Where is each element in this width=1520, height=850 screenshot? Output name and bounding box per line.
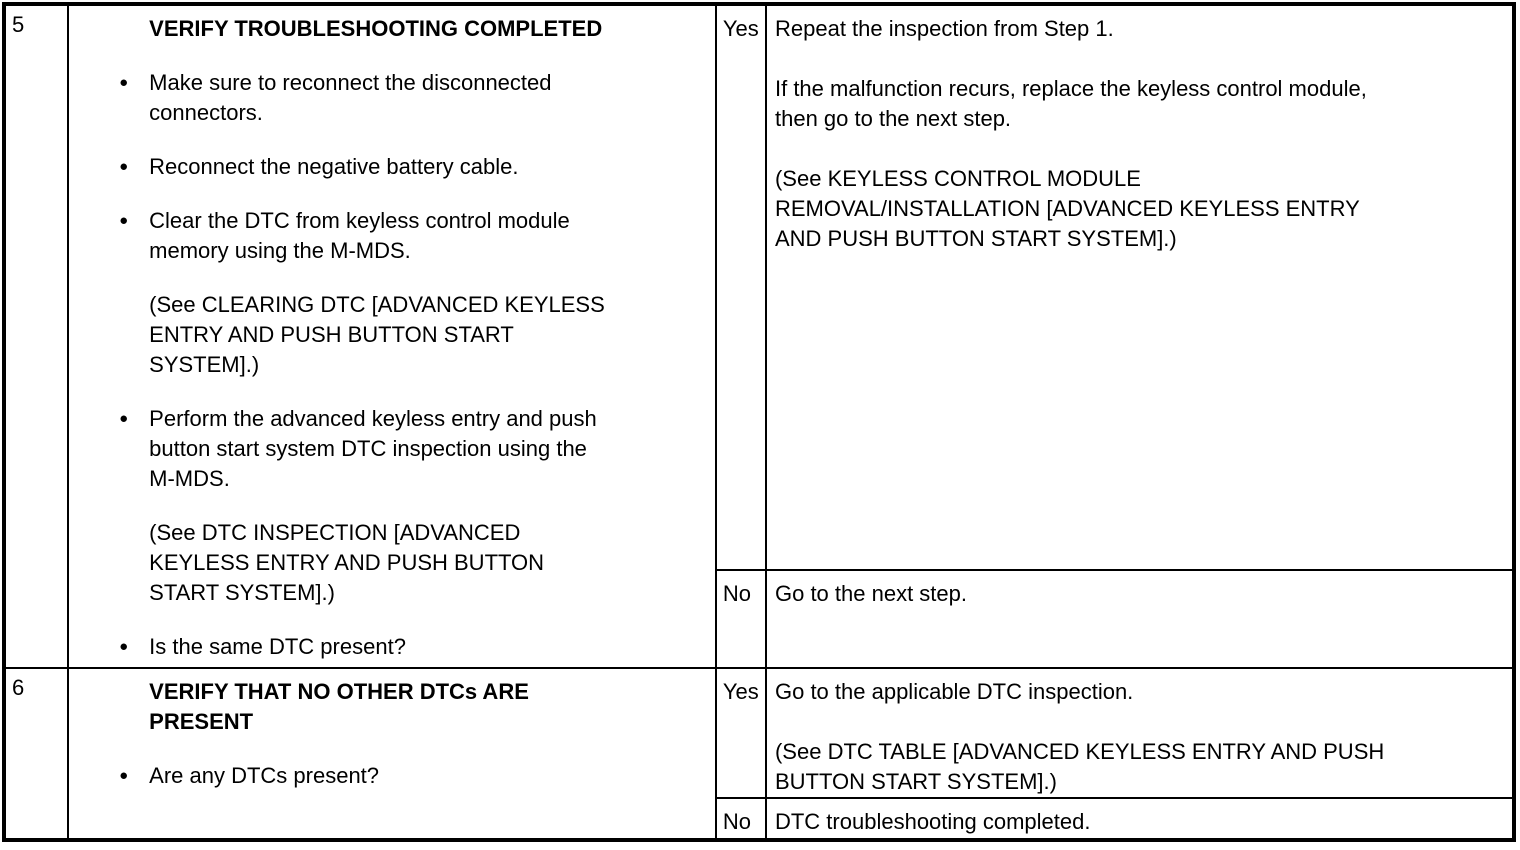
- bullet-item: ● Make sure to reconnect the disconnecte…: [119, 68, 711, 128]
- result-text: Go to the next step.: [774, 581, 967, 606]
- answer-cell: No: [714, 797, 767, 841]
- bullet-item: ● Reconnect the negative battery cable.: [119, 152, 711, 182]
- result-text: Repeat the inspection from Step 1. If th…: [774, 16, 1367, 251]
- bullet-text: Are any DTCs present?: [149, 763, 380, 788]
- bullet-item: ● Are any DTCs present?: [119, 761, 711, 791]
- answer-cell: Yes: [714, 667, 767, 799]
- result-cell: Repeat the inspection from Step 1. If th…: [764, 3, 1516, 571]
- result-cell: DTC troubleshooting completed.: [764, 797, 1516, 841]
- action-title: VERIFY THAT NO OTHER DTCs ARE PRESENT: [149, 679, 529, 734]
- result-cell: Go to the next step.: [764, 569, 1516, 669]
- table-row: No Go to the next step.: [4, 569, 1516, 669]
- bullet-icon: ●: [119, 212, 129, 229]
- table-row: 5 VERIFY TROUBLESHOOTING COMPLETED ● Mak…: [2, 3, 1516, 669]
- bullet-item: ● Clear the DTC from keyless control mod…: [119, 206, 711, 266]
- bullet-text: Is the same DTC present?: [149, 634, 406, 659]
- bullet-text: Clear the DTC from keyless control modul…: [149, 208, 570, 263]
- bullet-icon: ●: [119, 638, 129, 655]
- step-number: 6: [2, 667, 70, 841]
- bullet-text: Make sure to reconnect the disconnected …: [149, 70, 552, 125]
- bullet-icon: ●: [119, 767, 129, 784]
- result-cell: Go to the applicable DTC inspection. (Se…: [764, 667, 1516, 799]
- bullet-text: Perform the advanced keyless entry and p…: [149, 406, 597, 491]
- action-cell: VERIFY TROUBLESHOOTING COMPLETED ● Make …: [67, 3, 717, 669]
- bullet-icon: ●: [119, 74, 129, 91]
- action-cell: VERIFY THAT NO OTHER DTCs ARE PRESENT ● …: [67, 667, 717, 841]
- result-text: Go to the applicable DTC inspection. (Se…: [774, 679, 1385, 794]
- step-number: 5: [2, 3, 70, 669]
- result-text: DTC troubleshooting completed.: [774, 809, 1091, 834]
- table-row: No DTC troubleshooting completed.: [4, 797, 1516, 841]
- action-title: VERIFY TROUBLESHOOTING COMPLETED: [149, 16, 603, 41]
- answer-cell: Yes: [714, 3, 767, 571]
- answer-cell: No: [714, 569, 767, 669]
- table-row: 6 VERIFY THAT NO OTHER DTCs ARE PRESENT …: [2, 667, 1516, 841]
- bullet-item: ● Is the same DTC present?: [119, 632, 711, 662]
- bullet-text: Reconnect the negative battery cable.: [149, 154, 519, 179]
- bullet-icon: ●: [119, 158, 129, 175]
- note-item: (See DTC INSPECTION [ADVANCED KEYLESS EN…: [149, 520, 545, 605]
- bullet-item: ● Perform the advanced keyless entry and…: [119, 404, 711, 494]
- bullet-icon: ●: [119, 410, 129, 427]
- note-item: (See CLEARING DTC [ADVANCED KEYLESS ENTR…: [149, 292, 605, 377]
